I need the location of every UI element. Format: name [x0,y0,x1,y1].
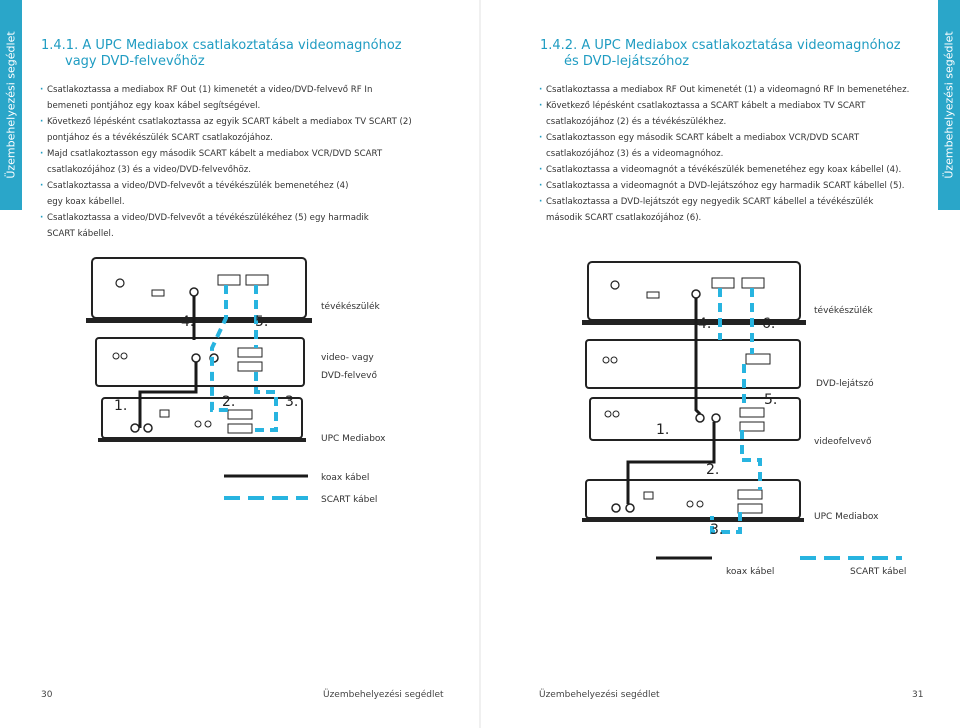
right-step: Csatlakoztassa a videomagnót a tévékészü… [539,162,929,178]
right-legend-scart-text: SCART kábel [850,567,906,577]
left-section-title: 1.4.1. A UPC Mediabox csatlakoztatása vi… [41,38,402,70]
right-title-line2: és DVD-lejátszóhoz [564,54,690,69]
right-label-mediabox: UPC Mediabox [814,512,879,522]
right-section-title: 1.4.2. A UPC Mediabox csatlakoztatása vi… [540,38,901,70]
left-label-recorder-2: DVD-felvevő [321,371,378,381]
left-tv-device [86,257,312,323]
left-coax-cables [138,296,198,428]
left-num-1: 1. [114,398,127,414]
left-num-3: 3. [285,394,298,410]
left-step: Következő lépésként csatlakoztassa az eg… [40,114,450,146]
right-title-line1: A UPC Mediabox csatlakoztatása videomagn… [581,38,901,53]
right-num-3: 3. [710,522,723,538]
left-num-2: 2. [222,394,235,410]
right-step: Következő lépésként csatlakoztassa a SCA… [539,98,929,130]
right-num-1: 1. [656,422,669,438]
left-legend-scart-text: SCART kábel [321,495,377,505]
right-legend-coax-text: koax kábel [726,567,774,577]
left-steps-list: Csatlakoztassa a mediabox RF Out (1) kim… [40,82,450,242]
left-label-tv: tévékészülék [321,301,381,312]
left-title-line1: A UPC Mediabox csatlakoztatása videomagn… [82,38,402,53]
left-mediabox-device [98,397,306,442]
right-label-tv: tévékészülék [814,305,874,316]
right-step: Csatlakoztasson egy második SCART kábelt… [539,130,929,162]
left-scart-cables [210,285,278,432]
page-gutter [479,0,481,728]
right-scart-cables [710,288,762,534]
right-num-2: 2. [706,462,719,478]
right-section-number: 1.4.2. [540,38,578,53]
left-connection-diagram: 4. 5. 1. 2. 3. tévékészülék video- vagy … [86,257,386,505]
right-steps-list: Csatlakoztassa a mediabox RF Out kimenet… [539,82,929,226]
left-label-recorder-1: video- vagy [321,353,374,363]
right-num-6: 6. [762,316,775,332]
right-dvd-player-device [585,339,801,389]
right-connection-diagram: 4. 6. 5. 1. 2. 3. tévékészülék DVD-leját… [582,261,906,577]
left-page-number: 30 [41,690,53,700]
right-footer-text: Üzembehelyezési segédlet [539,690,660,700]
right-tv-device [582,261,806,325]
right-step: Csatlakoztassa a videomagnót a DVD-leját… [539,178,929,194]
right-coax-cables [626,298,716,504]
left-num-4: 4. [181,314,194,330]
right-step: Csatlakoztassa a mediabox RF Out kimenet… [539,82,929,98]
left-title-line2: vagy DVD-felvevőhöz [65,54,205,69]
right-label-vcr: videofelvevő [814,437,872,447]
left-step: Csatlakoztassa a video/DVD-felvevőt a té… [40,210,450,242]
left-footer-text: Üzembehelyezési segédlet [323,690,444,700]
right-page-number: 31 [912,690,924,700]
left-step: Majd csatlakoztasson egy második SCART k… [40,146,450,178]
right-step: Csatlakoztassa a DVD-lejátszót egy negye… [539,194,929,226]
side-tab-right: Üzembehelyezési segédlet [938,0,960,210]
right-num-5: 5. [764,392,777,408]
left-label-mediabox: UPC Mediabox [321,434,386,444]
right-label-dvd: DVD-lejátszó [816,378,874,389]
right-mediabox-device [582,479,804,522]
left-legend-coax-text: koax kábel [321,473,369,483]
left-recorder-device [95,337,305,387]
side-tab-left: Üzembehelyezési segédlet [0,0,22,210]
left-step: Csatlakoztassa a video/DVD-felvevőt a té… [40,178,450,210]
left-section-number: 1.4.1. [41,38,79,53]
left-step: Csatlakoztassa a mediabox RF Out (1) kim… [40,82,450,114]
right-num-4: 4. [698,316,711,332]
left-num-5: 5. [255,314,268,330]
